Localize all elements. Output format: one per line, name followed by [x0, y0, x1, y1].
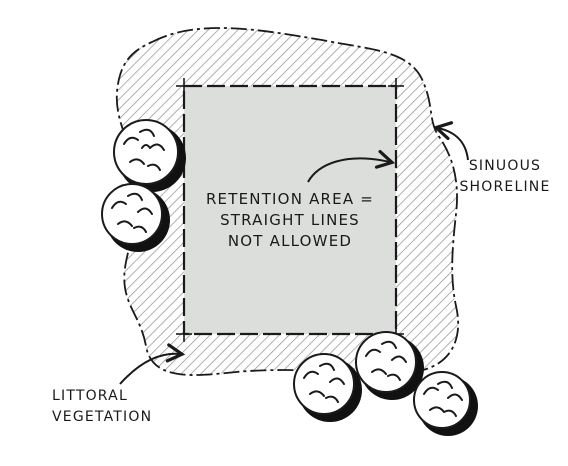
shrub-bottom-left-icon [293, 353, 362, 422]
vegetation-label-line2: VEGETATION [52, 409, 153, 425]
shoreline-label-line1: SINUOUS [468, 158, 542, 174]
retention-label-line2: STRAIGHT LINES [220, 211, 360, 229]
vegetation-arrow [119, 343, 186, 385]
retention-label-line1: RETENTION AREA = [205, 190, 375, 208]
shrub-bottom-right-icon [413, 371, 478, 436]
littoral-vegetation-label: LITTORAL VEGETATION [52, 386, 182, 428]
shrub-left-upper-icon [113, 119, 186, 192]
retention-area [182, 84, 398, 336]
center-arrow [307, 149, 396, 183]
vegetation-label-line1: LITTORAL [52, 388, 128, 404]
shrub-bottom-center-icon [355, 331, 424, 400]
shoreline-arrow [432, 121, 469, 161]
shoreline-label: SINUOUS SHORELINE [450, 156, 560, 198]
shoreline-label-line2: SHORELINE [459, 179, 551, 195]
shrub-left-lower-icon [101, 183, 170, 252]
retention-label-line3: NOT ALLOWED [227, 232, 353, 250]
retention-area-label: RETENTION AREA = STRAIGHT LINES NOT ALLO… [190, 189, 390, 252]
